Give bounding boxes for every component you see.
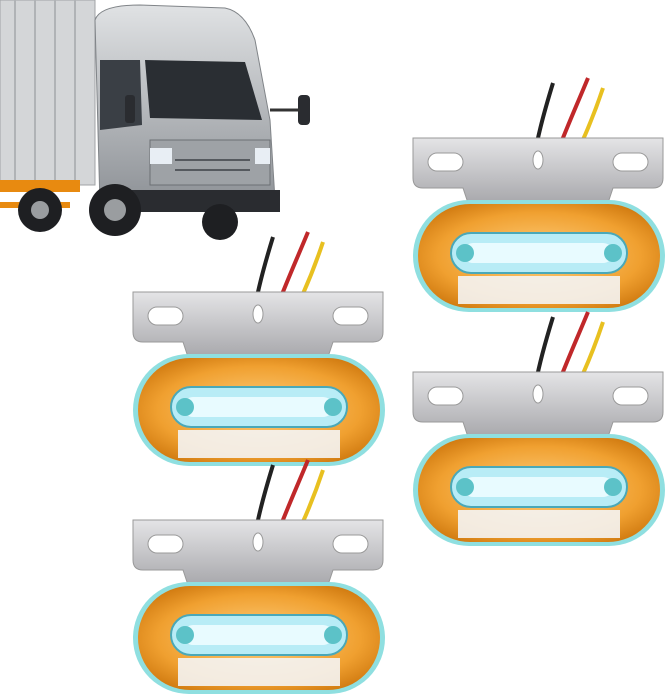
truck-image — [0, 0, 310, 240]
